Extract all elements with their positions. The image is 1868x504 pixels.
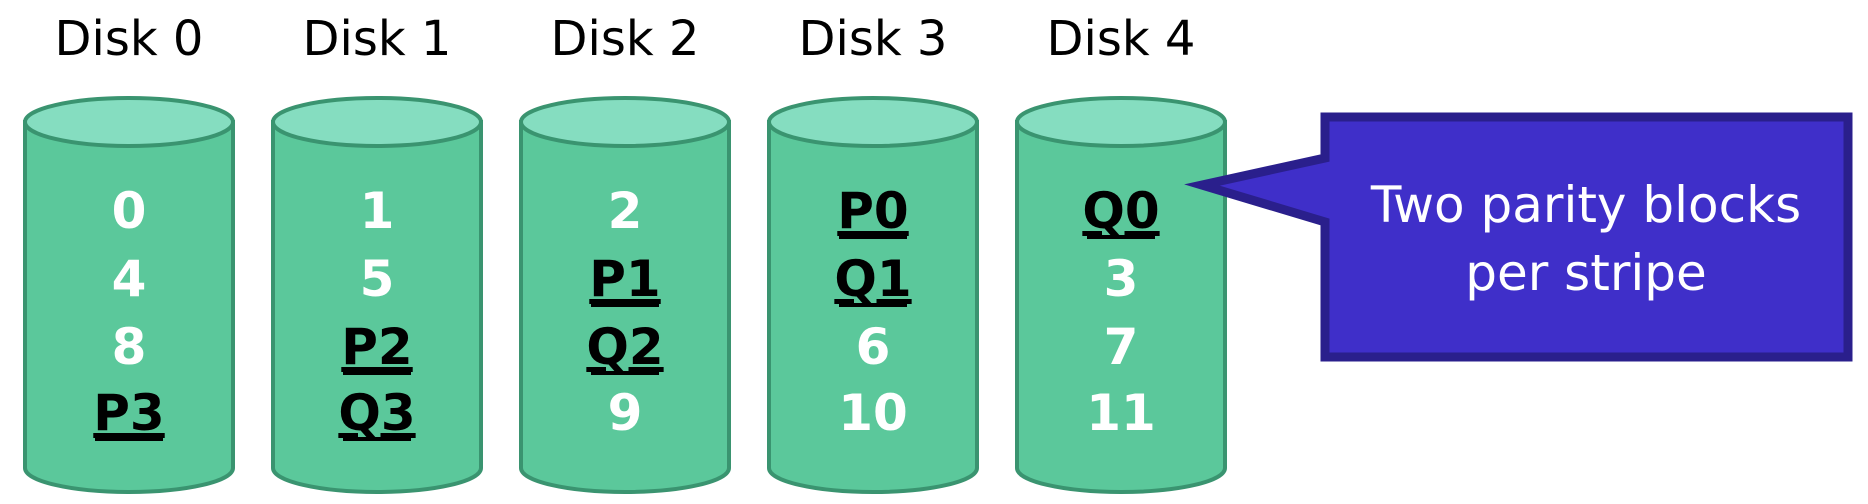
cylinder-top bbox=[1015, 96, 1227, 148]
cylinder-body bbox=[1015, 120, 1227, 494]
cylinder-top bbox=[519, 96, 731, 148]
callout: Two parity blocks per stripe bbox=[1184, 112, 1853, 362]
callout-box bbox=[1184, 112, 1853, 362]
disk-0: Disk 0 0 4 8P3 bbox=[23, 11, 235, 494]
data-block: 11 bbox=[1086, 384, 1156, 442]
disk-label: Disk 2 bbox=[551, 11, 700, 67]
parity-block: Q0 bbox=[1082, 182, 1159, 240]
cylinder-top bbox=[271, 96, 483, 148]
parity-block: Q1 bbox=[834, 250, 911, 308]
parity-block: P3 bbox=[93, 384, 164, 442]
disk-label: Disk 4 bbox=[1047, 11, 1196, 67]
data-block: 7 bbox=[1104, 318, 1139, 376]
cylinder-top bbox=[767, 96, 979, 148]
data-block: 1 bbox=[360, 182, 395, 240]
disk-label: Disk 0 bbox=[55, 11, 204, 67]
cylinder-body bbox=[271, 120, 483, 494]
data-block: 0 bbox=[112, 182, 147, 240]
parity-block: P1 bbox=[589, 250, 660, 308]
cylinder-top bbox=[23, 96, 235, 148]
parity-block: P0 bbox=[837, 182, 908, 240]
data-block: 3 bbox=[1104, 250, 1139, 308]
data-block: 8 bbox=[112, 318, 147, 376]
parity-block: P2 bbox=[341, 318, 412, 376]
callout-text-line-2: per stripe bbox=[1465, 244, 1707, 302]
disk-label: Disk 1 bbox=[303, 11, 452, 67]
parity-block: Q2 bbox=[586, 318, 663, 376]
data-block: 9 bbox=[608, 384, 643, 442]
data-block: 2 bbox=[608, 182, 643, 240]
cylinder-body bbox=[23, 120, 235, 494]
data-block: 10 bbox=[838, 384, 908, 442]
data-block: 4 bbox=[112, 250, 147, 308]
callout-text-line-1: Two parity blocks bbox=[1370, 176, 1801, 234]
disk-4: Disk 4 Q0 3 7 11 bbox=[1015, 11, 1227, 494]
disk-label: Disk 3 bbox=[799, 11, 948, 67]
parity-block: Q3 bbox=[338, 384, 415, 442]
data-block: 6 bbox=[856, 318, 891, 376]
data-block: 5 bbox=[360, 250, 395, 308]
